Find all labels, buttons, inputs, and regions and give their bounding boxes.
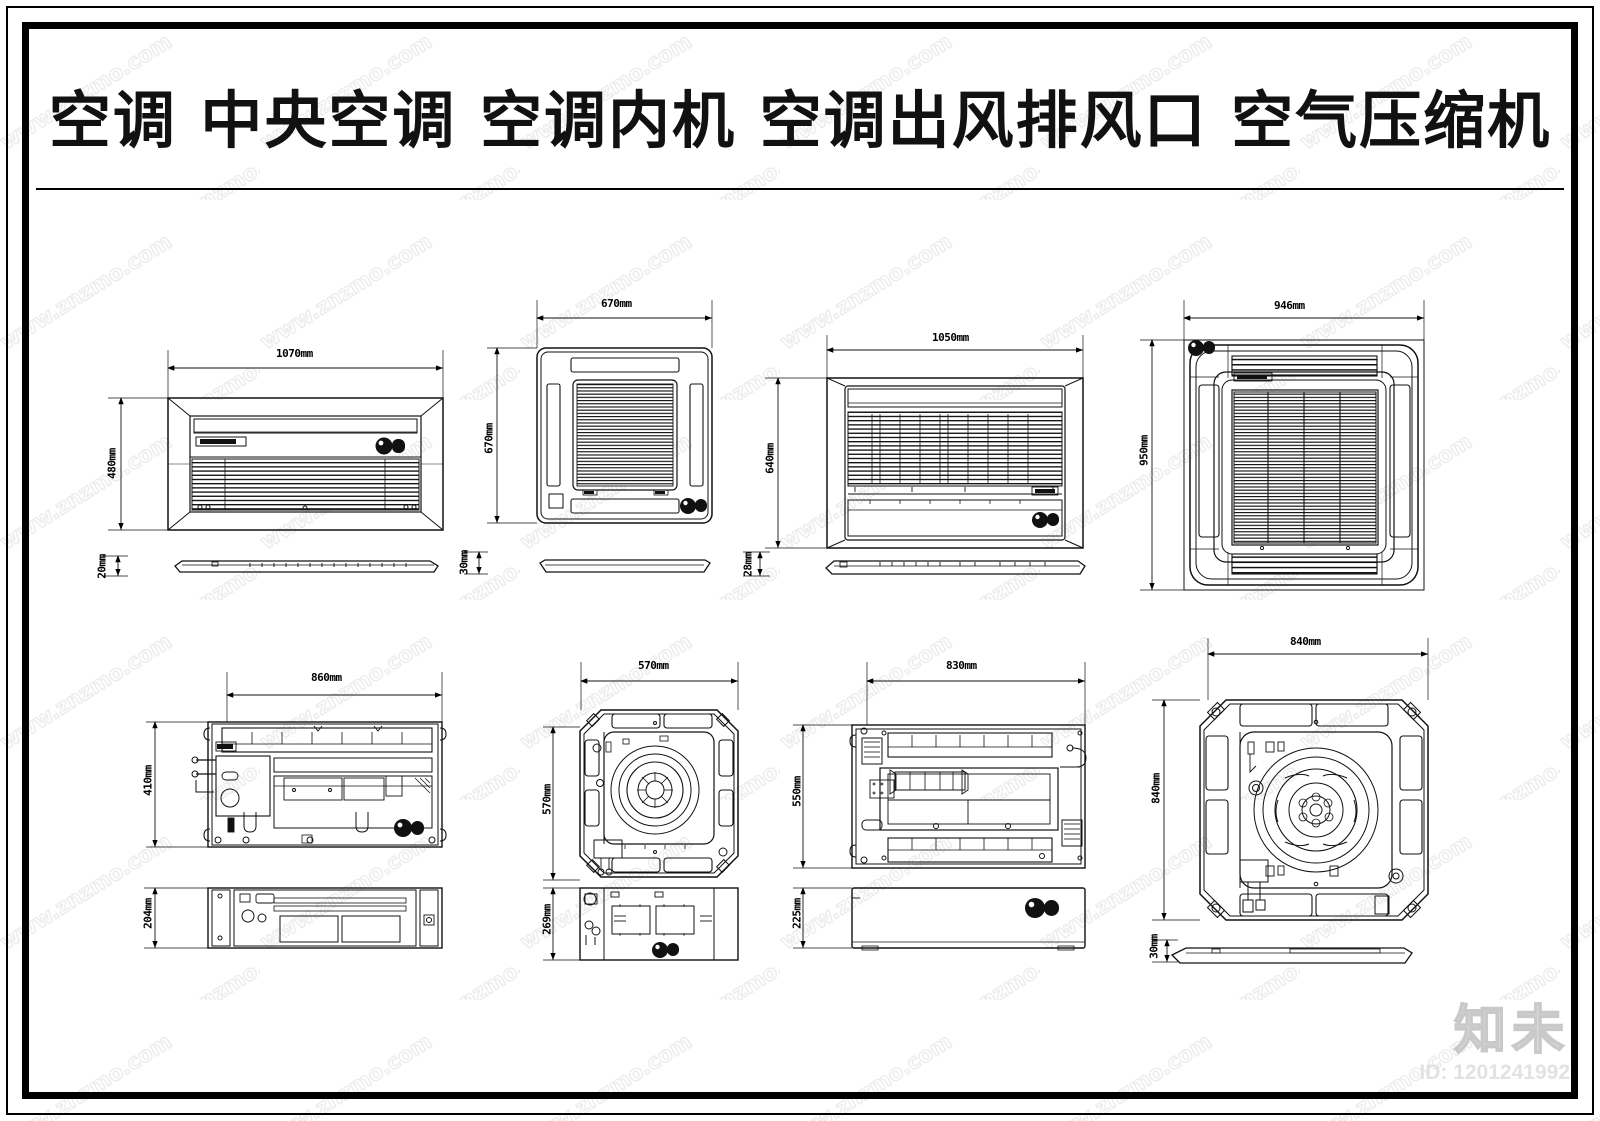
dim-unit1-thickness: 20mm: [95, 554, 109, 579]
unit-3-side-view: [743, 551, 1086, 577]
dim-unit7-width: 830mm: [946, 659, 977, 672]
lg-logo-unit-5: [394, 819, 424, 837]
unit-1-plan-view: [108, 350, 444, 531]
unit-7-elevation-view: [793, 887, 1086, 951]
dim-unit5-height: 410mm: [141, 765, 155, 796]
dim-unit7-thickness: 225mm: [790, 898, 804, 929]
dim-unit2-width: 670mm: [601, 297, 632, 310]
dim-unit8-thickness: 30mm: [1147, 934, 1161, 959]
dim-unit2-height: 670mm: [482, 423, 496, 454]
dim-unit3-thickness: 28mm: [741, 552, 755, 577]
unit-3-plan-view: [765, 335, 1084, 549]
dim-unit8-width: 840mm: [1290, 635, 1321, 648]
unit-5-elevation-view: [144, 887, 443, 949]
dim-unit4-height: 950mm: [1137, 435, 1151, 466]
unit-1-side-view: [103, 555, 439, 577]
lg-logo-unit-4: [1188, 340, 1215, 356]
dim-unit1-width: 1070mm: [276, 347, 313, 360]
dim-unit4-width: 946mm: [1274, 299, 1305, 312]
brand-logo-text: 知未: [1453, 1001, 1570, 1061]
unit-8-plan-view: [1152, 638, 1429, 921]
unit-2-plan-view: [487, 300, 713, 524]
dim-unit2-thickness: 30mm: [457, 550, 471, 575]
unit-6-plan-view: [543, 662, 739, 881]
lg-logo-unit-7: [1025, 898, 1059, 918]
unit-8-side-view: [1152, 939, 1413, 964]
dim-unit7-height: 550mm: [790, 776, 804, 807]
dim-unit1-height: 480mm: [105, 448, 119, 479]
brand-block: 知未 ID: 1201241992: [1419, 1001, 1570, 1085]
dim-unit8-height: 840mm: [1149, 773, 1163, 804]
dim-unit6-thickness: 269mm: [540, 904, 554, 935]
lg-logo-unit-1: [375, 437, 405, 455]
unit-7-plan-view: [793, 662, 1087, 869]
lg-logo-unit-6: [652, 942, 679, 958]
dim-unit3-width: 1050mm: [932, 331, 969, 344]
unit-6-elevation-view: [543, 887, 739, 961]
drawing-id-label: ID: 1201241992: [1419, 1061, 1570, 1084]
dim-unit5-width: 860mm: [311, 671, 342, 684]
unit-2-side-view: [464, 551, 711, 575]
lg-logo-unit-3: [1032, 512, 1059, 528]
dim-unit5-thickness: 204mm: [141, 898, 155, 929]
unit-5-plan-view: [146, 672, 447, 848]
lg-logo-unit-2: [680, 498, 707, 514]
dim-unit6-width: 570mm: [638, 659, 669, 672]
unit-4-plan-view: [1140, 300, 1425, 591]
page-title: 空调 中央空调 空调内机 空调出风排风口 空气压缩机: [48, 84, 1552, 157]
dim-unit3-height: 640mm: [763, 443, 777, 474]
dim-unit6-height: 570mm: [540, 784, 554, 815]
